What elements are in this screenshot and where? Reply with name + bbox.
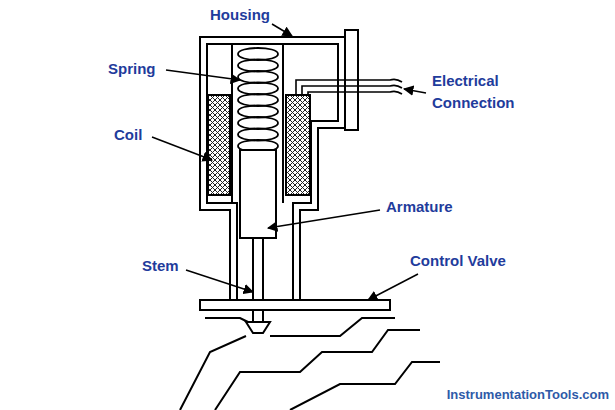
part-label: Housing (210, 4, 270, 26)
part-label: Coil (114, 124, 142, 146)
part-label: Armature (386, 196, 453, 218)
housing-outline (200, 37, 345, 300)
part-label: Control Valve (410, 250, 506, 272)
spring-coil (238, 94, 278, 106)
valve-bonnet-plate (200, 300, 390, 310)
spring-coil (238, 71, 278, 83)
valve-body (180, 318, 440, 410)
spring-coil (238, 129, 278, 141)
leader-lines (152, 24, 426, 300)
spring-coil (238, 106, 278, 118)
valve-plug (246, 322, 270, 333)
spring-coil (238, 48, 278, 60)
part-label: Stem (142, 255, 179, 277)
coil-right (286, 95, 310, 195)
part-label: Electrical Connection (432, 70, 532, 114)
part-label: Spring (108, 58, 156, 80)
housing-inner (207, 44, 338, 300)
spring (238, 48, 278, 152)
coil-left (208, 95, 230, 195)
spring-coil (238, 117, 278, 129)
armature (240, 150, 276, 238)
spring-coil (238, 60, 278, 72)
wires (296, 79, 402, 95)
watermark: InstrumentationTools.com (447, 386, 609, 405)
spring-coil (238, 83, 278, 95)
